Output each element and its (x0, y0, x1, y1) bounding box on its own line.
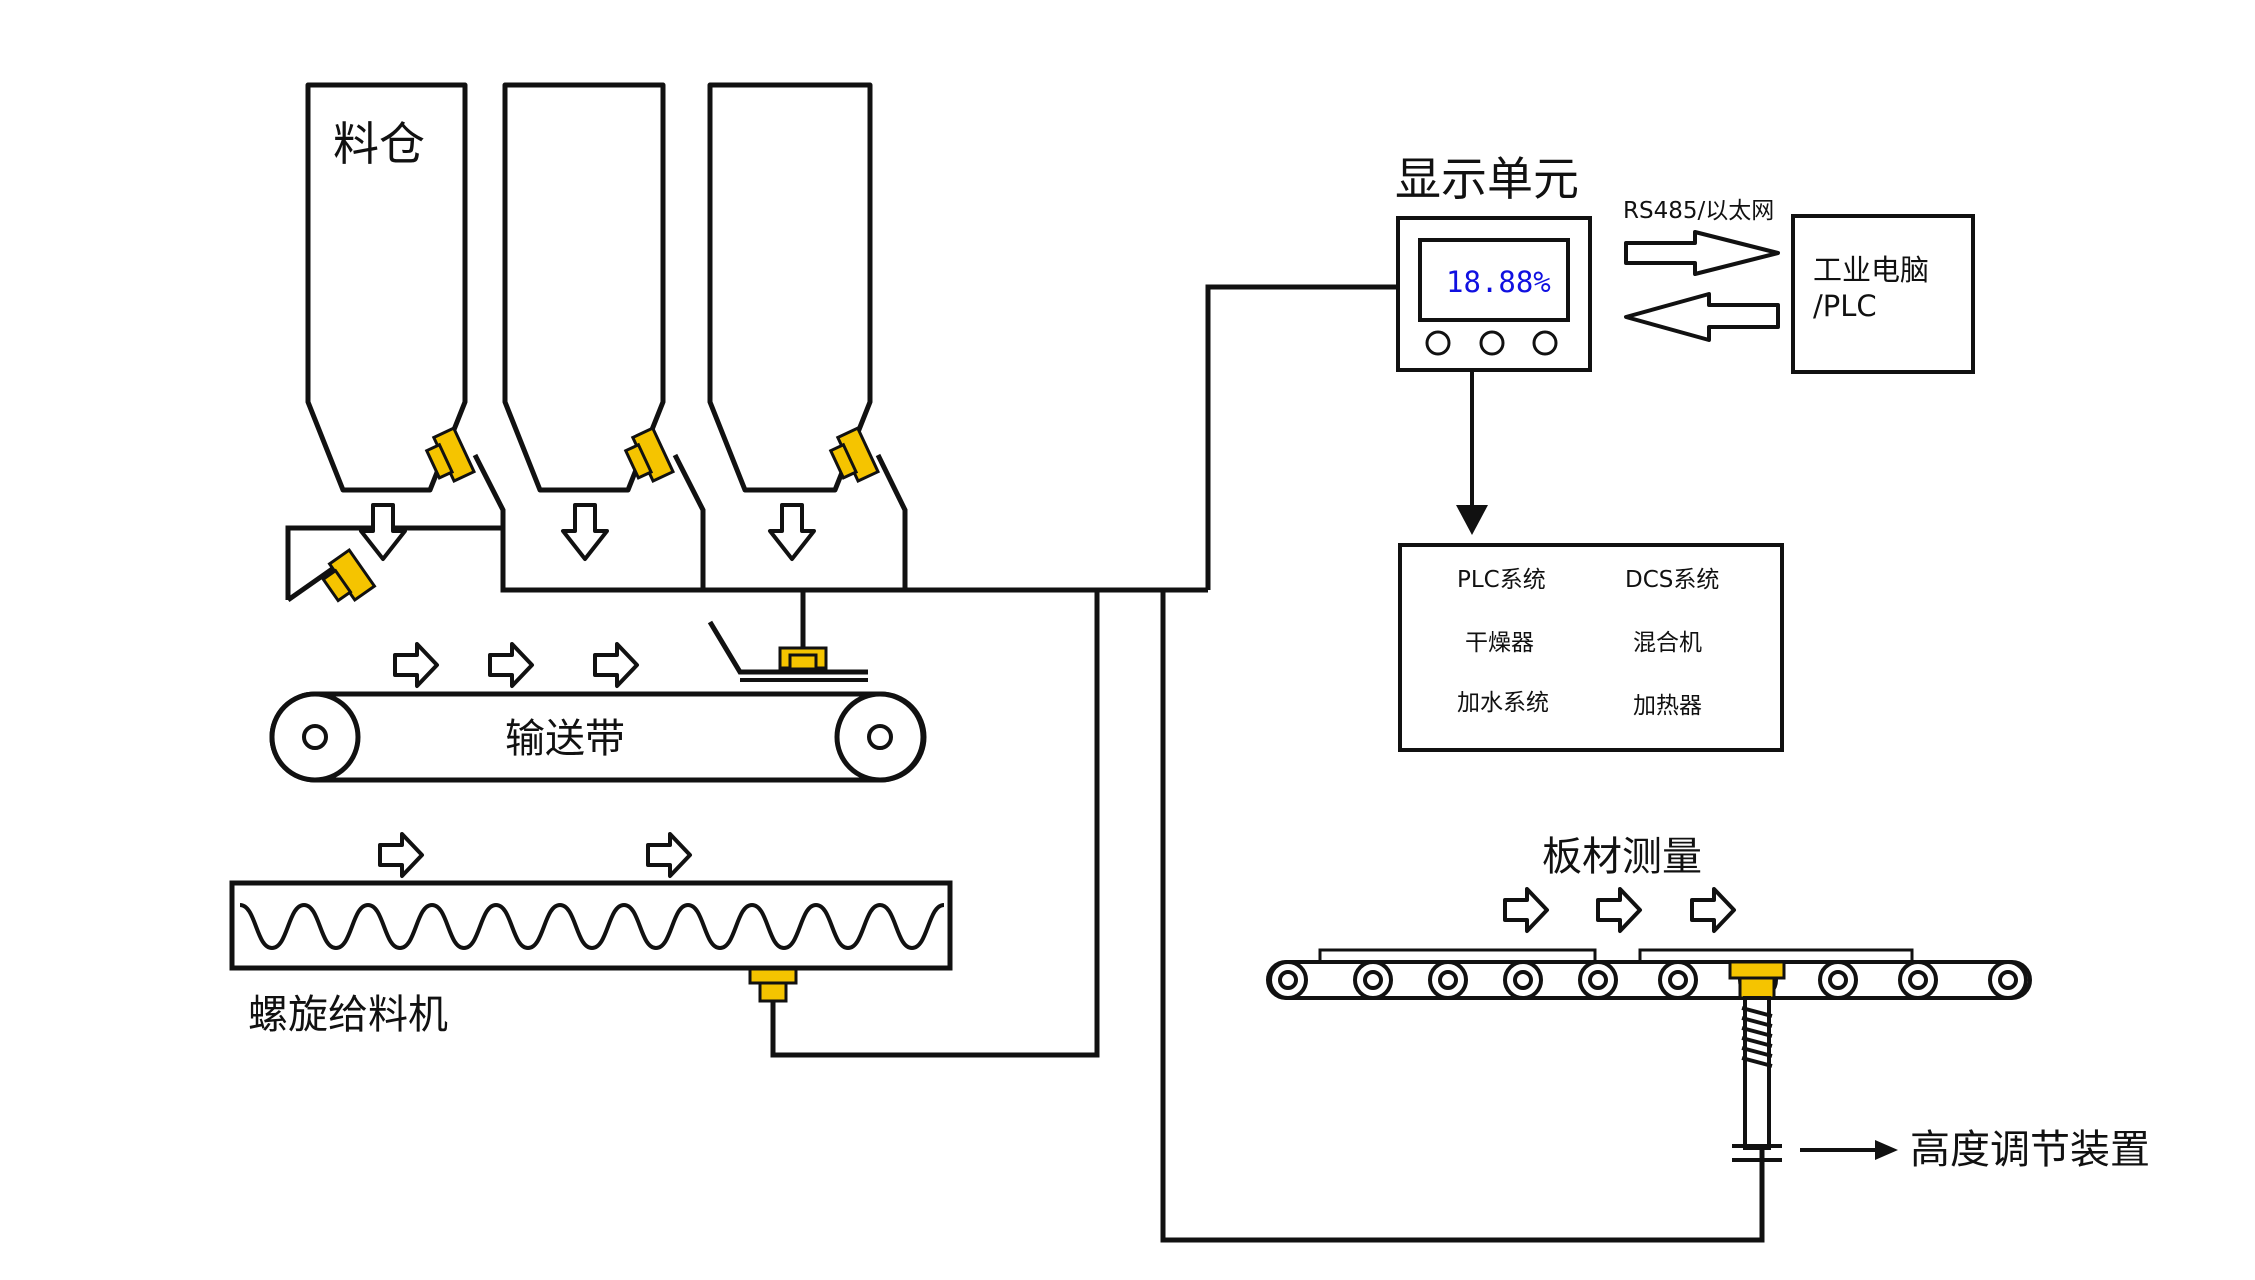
conveyor-belt (269, 691, 927, 783)
display-button[interactable] (1532, 330, 1558, 356)
conveyor-label: 输送带 (505, 716, 625, 762)
comm-in-arrow-icon (1624, 292, 1780, 342)
roller (1988, 960, 2028, 1000)
display-reading: 18.88% (1446, 265, 1551, 299)
roller (1658, 960, 1698, 1000)
comm-out-arrow-icon (1624, 230, 1780, 276)
screw-feeder-label: 螺旋给料机 (248, 992, 448, 1038)
board-flow-arrow-icon (1690, 887, 1736, 933)
comm-label: RS485/以太网 (1623, 198, 1774, 224)
display-button[interactable] (1425, 330, 1451, 356)
pc-label-line1: 工业电脑 (1813, 253, 1929, 287)
silo-3-sensor (828, 426, 881, 483)
silo-1-sensor (424, 426, 477, 483)
silo-2-down-arrow-icon (561, 503, 609, 561)
scraper (707, 620, 868, 675)
roller (1503, 960, 1543, 1000)
silo-3-down-arrow-icon (768, 503, 816, 561)
silo-label: 料仓 (333, 117, 425, 171)
board-measure-label: 板材测量 (1542, 834, 1702, 880)
pc-label-line2: /PLC (1813, 289, 1877, 323)
feeder-sensor (748, 967, 798, 1003)
control-target: DCS系统 (1625, 567, 1719, 593)
silo-1 (305, 82, 468, 493)
industrial-pc-box (1791, 214, 1975, 374)
display-unit-label: 显示单元 (1395, 152, 1579, 206)
roller (1268, 960, 1308, 1000)
belt-sensor (778, 646, 828, 671)
roller (1428, 960, 1468, 1000)
chute-sensor (321, 548, 377, 603)
conveyor-flow-arrow-icon (593, 642, 639, 688)
height-adjust-label: 高度调节装置 (1910, 1127, 2150, 1173)
roller (1353, 960, 1393, 1000)
conveyor-flow-arrow-icon (488, 642, 534, 688)
height-adjust-arrowhead-icon (1875, 1140, 1898, 1160)
roller-conveyor (1266, 948, 2032, 1000)
height-adjuster (1732, 996, 1782, 1162)
roller (1578, 960, 1618, 1000)
silo-1-down-arrow-icon (359, 503, 407, 561)
silo-2 (502, 82, 666, 493)
silo-3 (707, 82, 873, 493)
roller (1898, 960, 1938, 1000)
control-target: 加热器 (1633, 693, 1702, 719)
feeder-flow-arrow-icon (646, 832, 692, 878)
output-arrowhead-icon (1456, 505, 1488, 535)
board-flow-arrow-icon (1503, 887, 1549, 933)
roller (1818, 960, 1858, 1000)
control-target: 混合机 (1633, 630, 1702, 656)
screw-feeder (229, 880, 953, 971)
control-target: 干燥器 (1465, 630, 1534, 656)
display-button[interactable] (1479, 330, 1505, 356)
board-flow-arrow-icon (1596, 887, 1642, 933)
display-unit (1396, 216, 1592, 372)
feeder-flow-arrow-icon (378, 832, 424, 878)
control-target: 加水系统 (1457, 690, 1549, 716)
control-targets-box (1398, 543, 1784, 752)
conveyor-flow-arrow-icon (393, 642, 439, 688)
control-target: PLC系统 (1457, 567, 1546, 593)
chute (285, 525, 503, 600)
signal-lines (472, 284, 1765, 1243)
silo-2-sensor (623, 426, 676, 483)
